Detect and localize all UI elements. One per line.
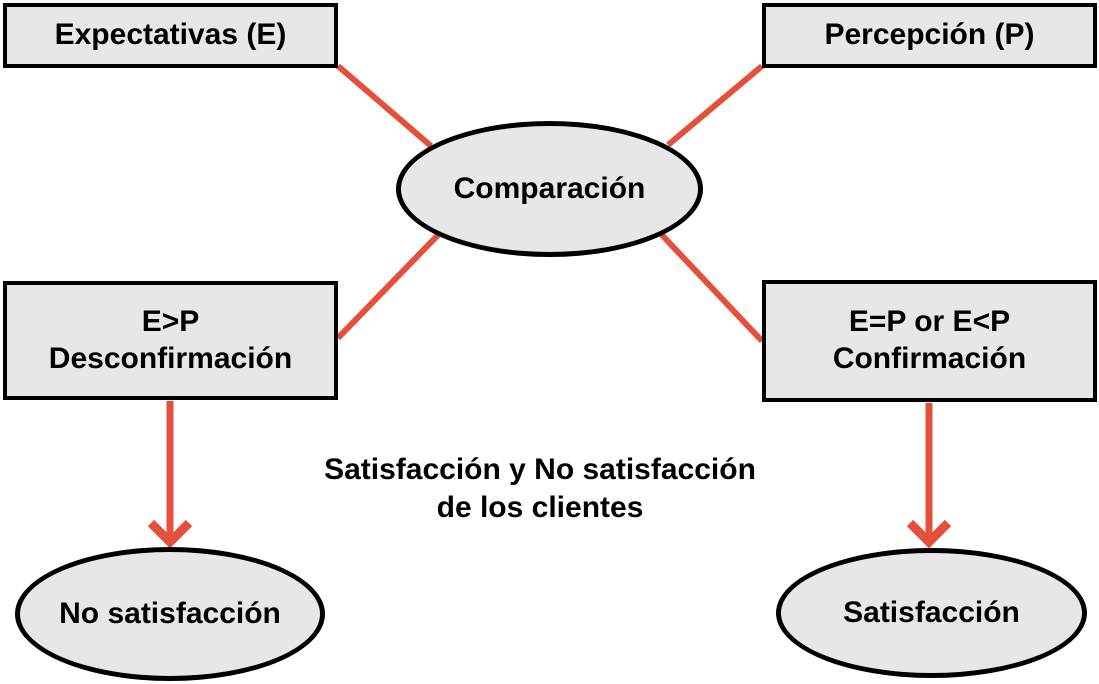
edge-expectativas-comparacion [336,63,433,149]
edge-comparacion-desconfirmacion [335,232,441,341]
node-comparacion-label: Comparación [453,171,646,205]
node-expectativas: Expectativas (E) [3,3,338,68]
diagram-title-line1: Satisfacción y No satisfacción [324,453,756,486]
node-desconfirmacion-condition: E>P [141,304,200,338]
node-percepcion: Percepción (P) [762,3,1097,68]
arrowhead-down-right-icon [906,519,952,549]
node-percepcion-label: Percepción (P) [824,18,1035,52]
arrowhead-down-left-icon [147,519,193,549]
diagram-title: Satisfacción y No satisfacción de los cl… [270,451,810,526]
node-confirmacion: E=P or E<P Confirmación [762,280,1097,402]
node-confirmacion-condition: E=P or E<P [848,305,1011,339]
node-no-satisfaccion: No satisfacción [15,547,325,681]
node-confirmacion-label: Confirmación [832,342,1027,375]
node-satisfaccion-label: Satisfacción [843,595,1020,629]
node-satisfaccion: Satisfacción [776,548,1087,678]
node-comparacion: Comparación [396,121,703,257]
edge-comparacion-confirmacion [658,231,765,344]
node-desconfirmacion: E>P Desconfirmación [3,281,338,400]
node-expectativas-label: Expectativas (E) [54,18,287,52]
edge-percepcion-comparacion [666,63,764,148]
node-desconfirmacion-label: Desconfirmación [48,341,293,375]
diagram-title-line2: de los clientes [436,490,644,524]
node-no-satisfaccion-label: No satisfacción [59,596,281,630]
